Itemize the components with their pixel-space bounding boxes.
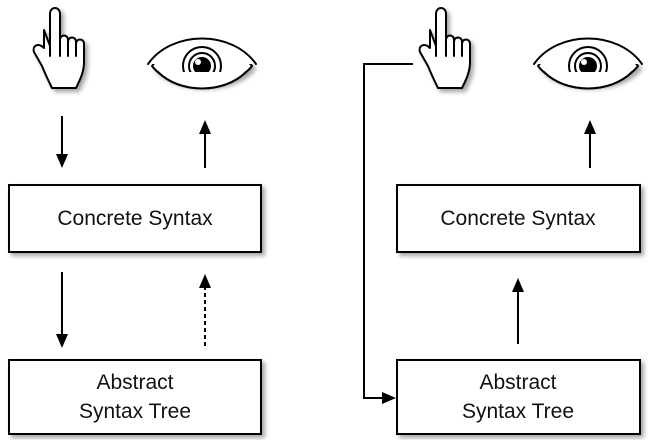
pointing-hand-icon bbox=[34, 8, 84, 88]
abstract-syntax-tree-box: Abstract Syntax Tree bbox=[396, 359, 641, 435]
ast-label-line1: Abstract bbox=[96, 371, 173, 394]
concrete-syntax-box: Concrete Syntax bbox=[396, 184, 641, 253]
arrow-concrete-to-eye bbox=[584, 120, 596, 168]
pointing-hand-icon bbox=[420, 8, 470, 88]
arrow-ast-to-concrete-dashed bbox=[199, 274, 211, 346]
concrete-syntax-box: Concrete Syntax bbox=[8, 184, 262, 253]
arrow-hand-to-concrete bbox=[56, 116, 68, 168]
eye-icon bbox=[148, 39, 256, 89]
arrow-concrete-to-ast bbox=[56, 272, 68, 348]
abstract-syntax-tree-box: Abstract Syntax Tree bbox=[8, 359, 262, 435]
ast-label-line2: Syntax Tree bbox=[462, 400, 574, 423]
right-panel: Concrete Syntax Abstract Syntax Tree bbox=[363, 8, 642, 435]
concrete-syntax-label: Concrete Syntax bbox=[440, 207, 596, 230]
ast-label-line1: Abstract bbox=[479, 371, 556, 394]
arrow-ast-to-concrete bbox=[512, 278, 524, 344]
left-panel: Concrete Syntax Abstract Syntax Tree bbox=[8, 8, 262, 435]
eye-icon bbox=[534, 39, 642, 89]
concrete-syntax-label: Concrete Syntax bbox=[57, 207, 213, 230]
ast-label-line2: Syntax Tree bbox=[79, 400, 191, 423]
arrow-concrete-to-eye bbox=[199, 120, 211, 168]
arrow-hand-to-ast bbox=[363, 63, 413, 404]
